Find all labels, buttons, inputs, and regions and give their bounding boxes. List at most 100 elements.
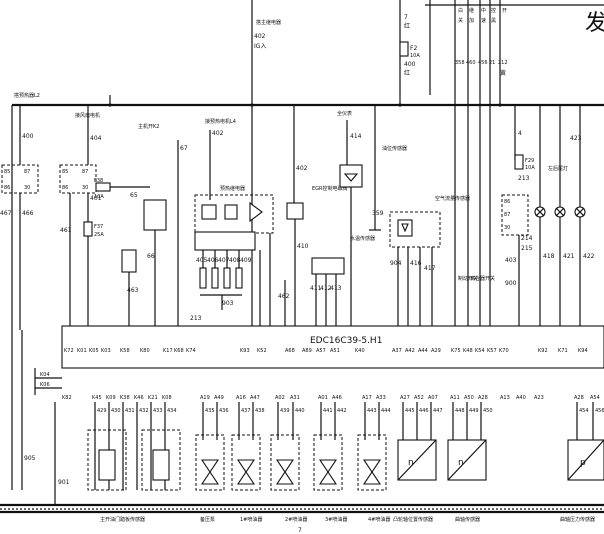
top-label: 402 <box>254 33 266 40</box>
pin-label: K46 <box>134 395 144 401</box>
svg-text:87: 87 <box>82 169 88 175</box>
preheat-relay-cluster: 接预热电机L4 402 预热继电器 405 406 407 408 409 90… <box>194 118 274 355</box>
svg-text:442: 442 <box>337 408 347 414</box>
top-label: F2 <box>410 45 417 52</box>
pressure-sensor: 402 410 EGR控制电磁阀 462 <box>278 105 348 355</box>
pedal-sensor-a <box>87 429 127 491</box>
top-feed-lines <box>251 0 604 355</box>
pin-label: K54 <box>475 348 485 354</box>
top-cut-label: 黑 <box>491 18 496 24</box>
fuse-f38 <box>95 182 111 192</box>
pin-label: A68 <box>285 348 295 354</box>
svg-text:25A: 25A <box>94 232 104 238</box>
pin-label: A57 <box>316 348 326 354</box>
svg-text:448: 448 <box>455 408 465 414</box>
svg-text:87: 87 <box>504 212 510 218</box>
drop-wires <box>94 402 594 490</box>
svg-text:463: 463 <box>127 287 139 294</box>
pin-label: A23 <box>534 395 544 401</box>
relay-label: 搭预热器L2 <box>14 92 40 99</box>
pedal-sensor-b <box>141 429 181 491</box>
svg-text:预热继电器: 预热继电器 <box>220 185 245 192</box>
pin-label: K21 <box>148 395 158 401</box>
bottom-label: 4#喷油器 <box>368 516 390 523</box>
svg-text:438: 438 <box>255 408 265 414</box>
pin-label: A52 <box>414 395 424 401</box>
svg-text:406: 406 <box>207 257 219 264</box>
svg-text:462: 462 <box>278 293 290 300</box>
svg-text:67: 67 <box>180 145 188 152</box>
pin-label: A11 <box>450 395 460 401</box>
pin-label: K72 <box>64 348 74 354</box>
lower-wire-numbers: 429 430 431 432 433 434 435 436 437 438 … <box>97 408 604 414</box>
svg-text:901: 901 <box>58 479 70 486</box>
top-label: 7 <box>404 14 408 21</box>
top-cut-label: 速 <box>481 18 486 24</box>
pin-label: K71 <box>558 348 568 354</box>
svg-text:407: 407 <box>218 257 230 264</box>
top-label: 红 <box>404 22 410 30</box>
pin-label: K80 <box>140 348 150 354</box>
svg-text:4: 4 <box>518 130 522 137</box>
svg-text:n: n <box>408 458 414 468</box>
injector-2 <box>270 434 300 491</box>
pin-label: K52 <box>257 348 267 354</box>
svg-text:417: 417 <box>424 265 436 272</box>
ecu-label: EDC16C39-5.H1 <box>310 336 382 346</box>
top-label: IG入 <box>254 43 266 50</box>
svg-text:K04: K04 <box>40 372 50 378</box>
svg-text:432: 432 <box>139 408 149 414</box>
pin-label: K48 <box>463 348 473 354</box>
svg-text:445: 445 <box>405 408 415 414</box>
pin-label: A89 <box>302 348 312 354</box>
pin-label: A28 <box>574 395 584 401</box>
svg-text:359: 359 <box>372 210 384 217</box>
svg-text:409: 409 <box>240 257 252 264</box>
svg-text:416: 416 <box>410 260 422 267</box>
svg-text:213: 213 <box>518 175 530 182</box>
top-label: 搭主继电器 <box>256 19 281 26</box>
bottom-label: 主开油门踏板传感器 <box>100 516 145 523</box>
right-cluster: 4 F29 10A 213 86 87 30 214 215 403 900 <box>501 105 595 355</box>
svg-text:434: 434 <box>167 408 177 414</box>
svg-text:30: 30 <box>504 225 510 231</box>
switch-main <box>143 199 167 231</box>
injector-1 <box>231 434 261 491</box>
pin-label: A16 <box>236 395 246 401</box>
svg-text:404: 404 <box>90 135 102 142</box>
svg-text:30: 30 <box>24 185 30 191</box>
svg-text:446: 446 <box>419 408 429 414</box>
bottom-label: 2#喷油器 <box>285 516 307 523</box>
ground-bars <box>0 503 604 514</box>
top-cut-label: 加 <box>469 17 474 24</box>
ecu-module: EDC16C39-5.H1 K72 K01 K05 K03 K58 K80 K1… <box>61 325 604 369</box>
pin-label: A31 <box>290 395 300 401</box>
pin-label: K68 <box>174 348 184 354</box>
svg-text:全仪表: 全仪表 <box>337 110 352 117</box>
fuse-f29 <box>514 154 524 170</box>
pin-label: A07 <box>428 395 438 401</box>
svg-text:65: 65 <box>130 192 138 199</box>
pin-label: K08 <box>162 395 172 401</box>
svg-text:402: 402 <box>296 165 308 172</box>
pin-label: K45 <box>92 395 102 401</box>
top-label: 358 <box>455 60 465 66</box>
svg-text:30: 30 <box>82 185 88 191</box>
svg-text:86: 86 <box>4 185 10 191</box>
pin-label: K74 <box>186 348 196 354</box>
svg-text:456: 456 <box>595 408 604 414</box>
top-label: 212 <box>498 60 508 66</box>
top-label: 10A <box>410 53 420 59</box>
pin-label: K09 <box>106 395 116 401</box>
bottom-label: 凸轮轴位置传感器 <box>393 516 433 523</box>
top-label: 21 <box>489 60 495 66</box>
svg-text:439: 439 <box>280 408 290 414</box>
svg-text:410: 410 <box>297 243 309 250</box>
bottom-label: 1#喷油器 <box>240 516 262 523</box>
upper-pin-row: K72 K01 K05 K03 K58 K80 K17 K68 K74 K93 … <box>64 348 588 354</box>
switch-lines: 制动开关 离合器开关 <box>454 95 495 355</box>
pin-label: K75 <box>451 348 461 354</box>
pin-label: K92 <box>538 348 548 354</box>
pin-label: A27 <box>400 395 410 401</box>
svg-text:423: 423 <box>570 135 582 142</box>
